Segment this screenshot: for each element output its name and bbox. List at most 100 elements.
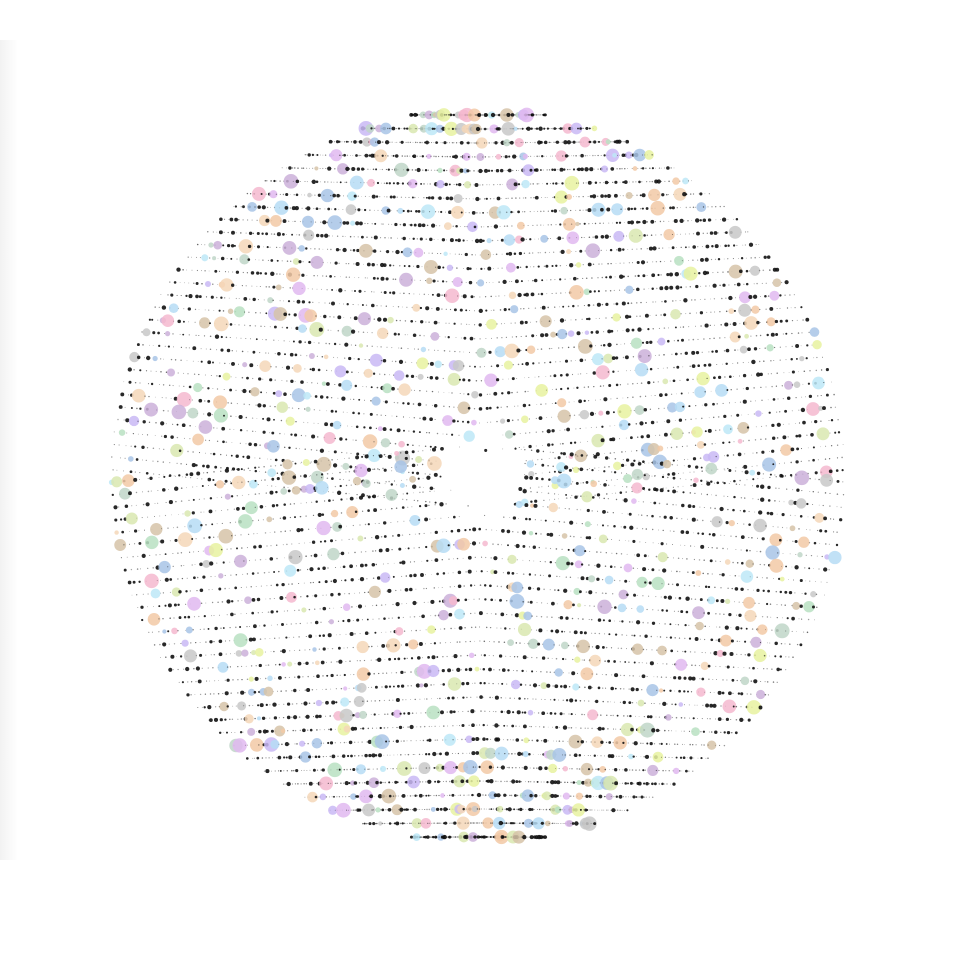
dark-dot [488,184,490,186]
dark-dot [496,406,499,409]
dark-dot [291,367,294,369]
dark-dot [269,326,271,328]
color-dot [508,291,517,300]
dark-dot [413,223,417,227]
color-dot [394,460,408,474]
dark-dot [397,237,398,239]
dark-dot [230,402,233,404]
dark-dot [776,437,779,439]
dark-dot [380,237,382,239]
dark-dot [313,409,315,411]
dark-dot [162,461,164,463]
dark-dot [791,345,793,348]
dark-dot [183,385,185,388]
dark-dot [434,558,439,562]
dark-dot [334,141,336,143]
color-dot [574,560,583,569]
dark-dot [435,266,437,268]
dark-dot [260,192,263,196]
dark-dot [746,426,750,429]
dark-dot [379,591,381,593]
color-dot [165,331,171,337]
dark-dot [622,275,625,278]
dark-dot [797,332,800,334]
dark-dot [691,517,696,522]
dark-dot [630,410,632,412]
dark-dot [772,526,774,528]
dark-dot [705,271,710,275]
dark-dot [701,417,703,420]
dark-dot [628,315,632,319]
dark-dot [540,519,542,521]
dark-dot [687,180,690,182]
dark-dot [651,273,656,278]
color-dot [812,340,822,350]
dark-dot [474,183,479,187]
dark-dot [343,141,346,143]
dark-dot [538,416,543,421]
dark-dot [511,225,513,227]
dark-dot [626,235,628,237]
dark-dot [344,342,349,347]
dark-dot [371,332,373,334]
dark-dot [784,475,786,477]
dark-dot [327,329,329,331]
dark-dot [437,252,439,255]
dark-dot [300,461,303,463]
color-dot [519,107,535,123]
dark-dot [228,271,229,273]
dark-dot [182,333,185,336]
dark-dot [298,340,302,344]
dark-dot [619,195,621,197]
dark-dot [662,207,664,209]
dark-dot [418,533,421,535]
dark-dot [322,262,324,264]
dark-dot [256,418,258,419]
dark-dot [691,350,696,355]
dark-dot [372,577,375,580]
dark-dot [809,580,811,582]
dark-dot [389,291,392,294]
dark-dot [209,257,211,259]
dark-dot [553,141,555,143]
dark-dot [400,128,402,129]
dark-dot [375,563,378,566]
dark-dot [715,494,717,497]
dark-dot [348,457,350,459]
color-dot [242,362,248,368]
dark-dot [571,155,573,157]
dark-dot [537,459,539,461]
dark-dot [480,114,483,116]
dark-dot [229,561,231,563]
dark-dot [367,495,371,499]
dark-dot [150,370,152,372]
dark-dot [447,114,450,116]
dark-dot [440,446,444,451]
dark-dot [427,196,431,200]
dark-dot [583,399,586,403]
dark-dot [477,113,482,117]
dark-dot [719,205,721,208]
dark-dot [265,339,267,341]
dark-dot [648,488,651,491]
dark-dot [346,154,349,157]
dark-dot [333,342,337,346]
dark-dot [247,219,249,221]
dark-dot [642,460,645,464]
dark-dot [525,335,527,338]
color-dot [267,468,277,478]
dark-dot [547,465,549,467]
dark-dot [428,252,430,254]
dark-dot [146,447,149,449]
dark-dot [319,168,321,169]
dark-dot [810,432,814,437]
dark-dot [422,416,427,421]
dark-dot [405,548,406,549]
dark-dot [404,155,406,157]
dark-dot [299,181,301,182]
dark-dot [641,154,643,156]
dark-dot [559,318,565,323]
dark-dot [485,113,489,117]
dark-dot [826,581,828,583]
dark-dot [429,490,431,492]
